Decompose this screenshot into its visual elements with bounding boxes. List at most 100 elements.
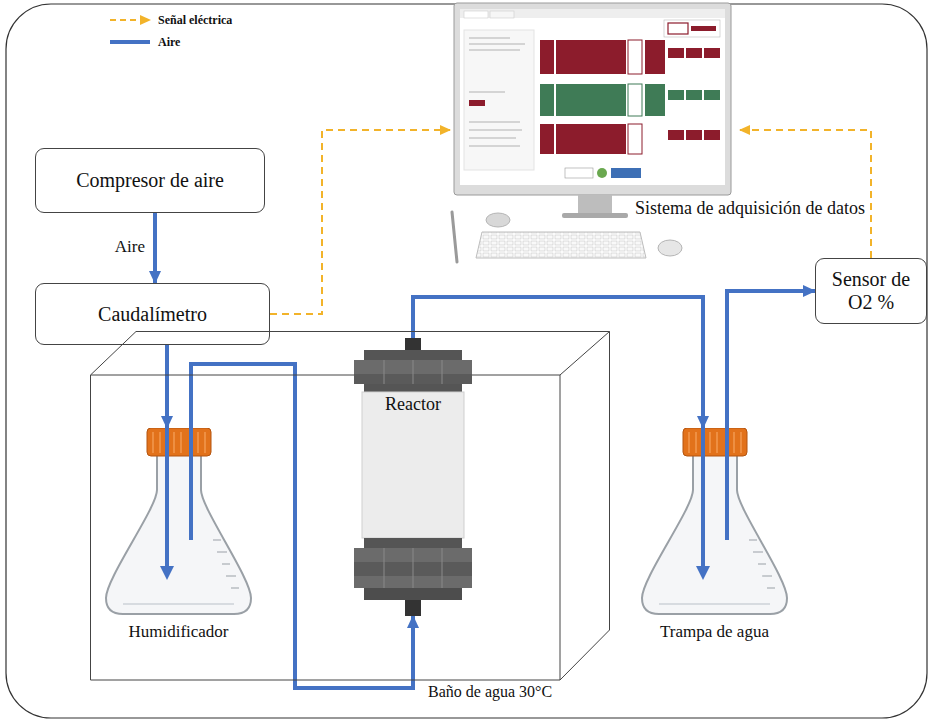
node-label: Sistema de adquisición de datos	[635, 198, 865, 220]
sidebar-lines	[469, 38, 525, 146]
line-detail	[204, 432, 206, 453]
flask-graduations	[213, 540, 239, 588]
row-chip	[668, 130, 684, 140]
reactor-column: Reactor	[350, 338, 476, 616]
line-detail	[384, 548, 385, 588]
node-label: Trampa de agua	[637, 622, 792, 642]
speaker	[486, 213, 510, 227]
line-detail	[413, 548, 414, 588]
row-marker	[540, 124, 554, 154]
flask-cap	[147, 428, 211, 456]
line-detail	[213, 539, 221, 540]
footer-logo	[565, 168, 593, 178]
line-detail	[231, 587, 239, 588]
monitor-screen	[460, 9, 725, 185]
line-detail	[469, 121, 520, 123]
line-detail	[469, 145, 520, 147]
line-detail	[469, 91, 505, 93]
computer-drawing	[450, 0, 740, 265]
reactor-drawing	[350, 338, 476, 616]
line-detail	[442, 548, 443, 588]
process-box: Compresor de aire	[35, 148, 265, 213]
bath-top	[91, 332, 610, 681]
legend-entry: Señal eléctrica	[158, 12, 232, 28]
flask-graduations	[749, 540, 775, 588]
row-chip	[686, 130, 702, 140]
stand-base	[562, 213, 628, 218]
legend-text: Aire	[158, 34, 180, 50]
flask-cap	[683, 428, 747, 456]
row-cell	[628, 84, 642, 116]
row-panel	[556, 124, 626, 154]
line-detail	[469, 49, 520, 51]
sidebar-button	[469, 100, 485, 106]
row-chip	[668, 48, 684, 58]
keyboard	[476, 232, 646, 258]
process-box: Caudalímetro	[35, 283, 270, 345]
flask-drawing	[637, 428, 792, 620]
row-cell	[628, 124, 642, 154]
row-chip	[686, 48, 702, 58]
outlet-tube	[189, 428, 193, 540]
legend-entry: Aire	[158, 34, 180, 50]
stylus	[452, 212, 457, 262]
outlet-tube	[725, 428, 729, 540]
line-detail	[152, 432, 154, 453]
row-chip	[704, 90, 720, 100]
line-detail	[753, 551, 763, 552]
footer-logo	[611, 168, 641, 178]
flange-plate	[364, 384, 462, 392]
node-label: Reactor	[350, 394, 476, 415]
row-cell	[628, 40, 642, 74]
node-label: Caudalímetro	[98, 303, 207, 326]
monitor-stand	[578, 195, 612, 215]
logo-box	[664, 20, 720, 37]
line-detail	[442, 360, 443, 384]
outer-frame	[6, 4, 927, 718]
air-pipe	[153, 213, 157, 283]
flask-base-shine	[123, 603, 234, 605]
flange-plate	[364, 588, 462, 600]
line-detail	[173, 432, 175, 453]
row-cell	[645, 40, 665, 74]
row-cell	[645, 84, 665, 116]
line-detail	[469, 43, 525, 45]
line-detail	[222, 563, 230, 564]
legend-line	[110, 40, 150, 44]
computer-station: Sistema de adquisición de datos	[450, 0, 740, 265]
logo-mark	[668, 23, 688, 34]
sensor-box: Sensor de O2 %	[815, 258, 927, 324]
tab	[490, 11, 514, 18]
air-pipe	[727, 291, 815, 428]
line-detail	[709, 432, 711, 453]
line-detail	[762, 575, 772, 576]
bath-front	[91, 375, 561, 680]
flask-glass	[642, 456, 787, 614]
inlet-tube	[165, 428, 169, 568]
flask-base-shine	[659, 603, 770, 605]
legend-line	[110, 19, 150, 21]
flange-plate	[364, 538, 462, 548]
line-detail	[384, 360, 385, 384]
water-bath: Baño de agua 30°CHumidificadorReactor	[90, 331, 610, 707]
line-detail	[758, 563, 766, 564]
line-detail	[197, 432, 199, 453]
flask-glass	[106, 456, 251, 614]
row-chip	[668, 90, 684, 100]
top-nozzle	[405, 338, 421, 350]
cap-ridges	[153, 432, 205, 453]
trap-flask: Trampa de agua	[637, 428, 792, 648]
flask-drawing	[101, 428, 256, 620]
bottom-nozzle	[405, 600, 421, 616]
line-detail	[469, 137, 516, 139]
legend-text: Señal eléctrica	[158, 12, 232, 28]
tab-bar	[460, 9, 725, 18]
flange-plate	[364, 350, 462, 360]
node-label: Compresor de aire	[76, 169, 224, 192]
line-detail	[217, 551, 227, 552]
footer-logo	[597, 168, 607, 178]
inlet-head	[160, 566, 174, 580]
mouse	[658, 240, 682, 256]
line-detail	[469, 37, 510, 39]
